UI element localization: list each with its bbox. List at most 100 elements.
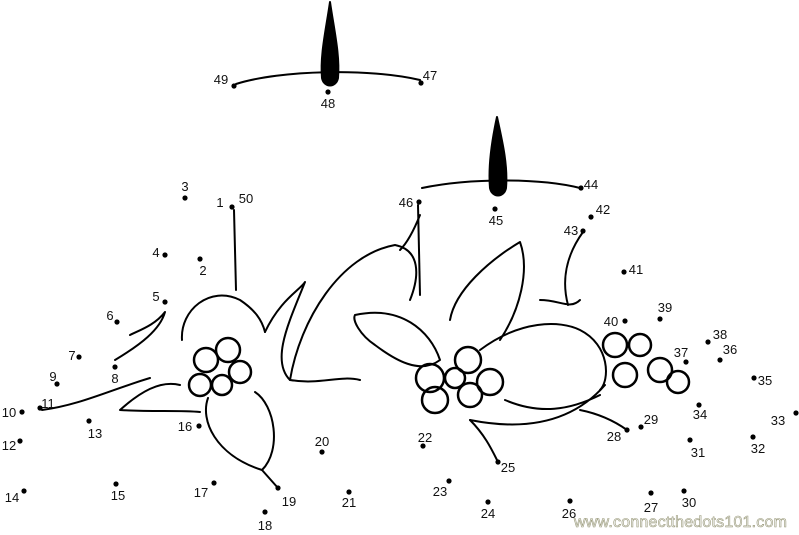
dot-label-32: 32: [751, 441, 765, 456]
dot-label-31: 31: [691, 445, 705, 460]
dot-10[interactable]: [19, 409, 25, 415]
dot-46[interactable]: [416, 199, 422, 205]
dot-39[interactable]: [657, 316, 663, 322]
dot-label-6: 6: [106, 308, 113, 323]
dot-48[interactable]: [325, 89, 331, 95]
dot-24[interactable]: [485, 499, 491, 505]
dot-21[interactable]: [346, 489, 352, 495]
blossom-left: [187, 336, 253, 398]
dot-label-10: 10: [2, 405, 16, 420]
dot-44[interactable]: [578, 185, 584, 191]
dot-label-22: 22: [418, 430, 432, 445]
dot-label-11: 11: [41, 396, 55, 411]
dot-label-24: 24: [481, 506, 495, 521]
dot-33[interactable]: [793, 410, 799, 416]
dot-37[interactable]: [683, 359, 689, 365]
dot-41[interactable]: [621, 269, 627, 275]
dot-label-49: 49: [214, 72, 228, 87]
dot-2[interactable]: [197, 256, 203, 262]
dot-20[interactable]: [319, 449, 325, 455]
dot-47[interactable]: [418, 80, 424, 86]
dot-31[interactable]: [687, 437, 693, 443]
dot-22[interactable]: [420, 443, 426, 449]
dot-23[interactable]: [446, 478, 452, 484]
dot-29[interactable]: [638, 424, 644, 430]
dot-label-12: 12: [2, 438, 16, 453]
dot-34[interactable]: [696, 402, 702, 408]
dot-label-25: 25: [501, 460, 515, 475]
flame-icon: [320, 1, 340, 87]
dot-11[interactable]: [37, 405, 43, 411]
dot-5[interactable]: [162, 299, 168, 305]
dot-25[interactable]: [495, 459, 501, 465]
dot-9[interactable]: [54, 381, 60, 387]
dot-4[interactable]: [162, 252, 168, 258]
candle-top-arc: [421, 179, 581, 189]
dot-label-45: 45: [489, 213, 503, 228]
dot-19[interactable]: [275, 485, 281, 491]
dot-16[interactable]: [196, 423, 202, 429]
dot-35[interactable]: [751, 375, 757, 381]
flower-outline: [180, 294, 266, 341]
dot-label-26: 26: [562, 506, 576, 521]
dot-label-33: 33: [771, 413, 785, 428]
blossom-right: [601, 331, 691, 395]
dot-label-38: 38: [713, 327, 727, 342]
dot-label-35: 35: [758, 373, 772, 388]
dot-label-40: 40: [604, 314, 618, 329]
dot-30[interactable]: [681, 488, 687, 494]
dot-label-28: 28: [607, 429, 621, 444]
dot-38[interactable]: [705, 339, 711, 345]
dot-label-42: 42: [596, 202, 610, 217]
dot-label-50: 50: [239, 191, 253, 206]
dot-label-27: 27: [644, 500, 658, 515]
dot-label-16: 16: [178, 419, 192, 434]
dot-label-13: 13: [88, 426, 102, 441]
dot-26[interactable]: [567, 498, 573, 504]
dot-label-20: 20: [315, 434, 329, 449]
dot-1[interactable]: [229, 204, 235, 210]
dot-6[interactable]: [114, 319, 120, 325]
dot-45[interactable]: [492, 206, 498, 212]
dot-label-44: 44: [584, 177, 598, 192]
dot-label-18: 18: [258, 518, 272, 533]
dot-label-7: 7: [68, 348, 75, 363]
dot-label-1: 1: [216, 195, 223, 210]
dot-label-14: 14: [5, 490, 19, 505]
dot-label-17: 17: [194, 485, 208, 500]
dot-42[interactable]: [588, 214, 594, 220]
dot-15[interactable]: [113, 481, 119, 487]
dot-label-19: 19: [282, 494, 296, 509]
dot-label-48: 48: [321, 96, 335, 111]
dot-17[interactable]: [211, 480, 217, 486]
dot-43[interactable]: [580, 228, 586, 234]
line-art: [41, 1, 691, 489]
dot-label-43: 43: [564, 223, 578, 238]
blossom-center: [414, 345, 505, 415]
dot-13[interactable]: [86, 418, 92, 424]
dot-49[interactable]: [231, 83, 237, 89]
dot-label-41: 41: [629, 262, 643, 277]
dot-7[interactable]: [76, 354, 82, 360]
dot-36[interactable]: [717, 357, 723, 363]
flame-icon: [488, 116, 508, 197]
dot-32[interactable]: [750, 434, 756, 440]
dot-12[interactable]: [17, 438, 23, 444]
dot-40[interactable]: [622, 318, 628, 324]
dot-3[interactable]: [182, 195, 188, 201]
dot-label-8: 8: [111, 371, 118, 386]
dot-label-15: 15: [111, 488, 125, 503]
dot-8[interactable]: [112, 364, 118, 370]
dot-18[interactable]: [262, 509, 268, 515]
dot-label-29: 29: [644, 412, 658, 427]
dot-label-46: 46: [399, 195, 413, 210]
dot-label-34: 34: [693, 407, 707, 422]
dot-27[interactable]: [648, 490, 654, 496]
dot-label-30: 30: [682, 495, 696, 510]
dot-14[interactable]: [21, 488, 27, 494]
dot-label-21: 21: [342, 495, 356, 510]
dot-28[interactable]: [624, 427, 630, 433]
dot-label-9: 9: [49, 369, 56, 384]
